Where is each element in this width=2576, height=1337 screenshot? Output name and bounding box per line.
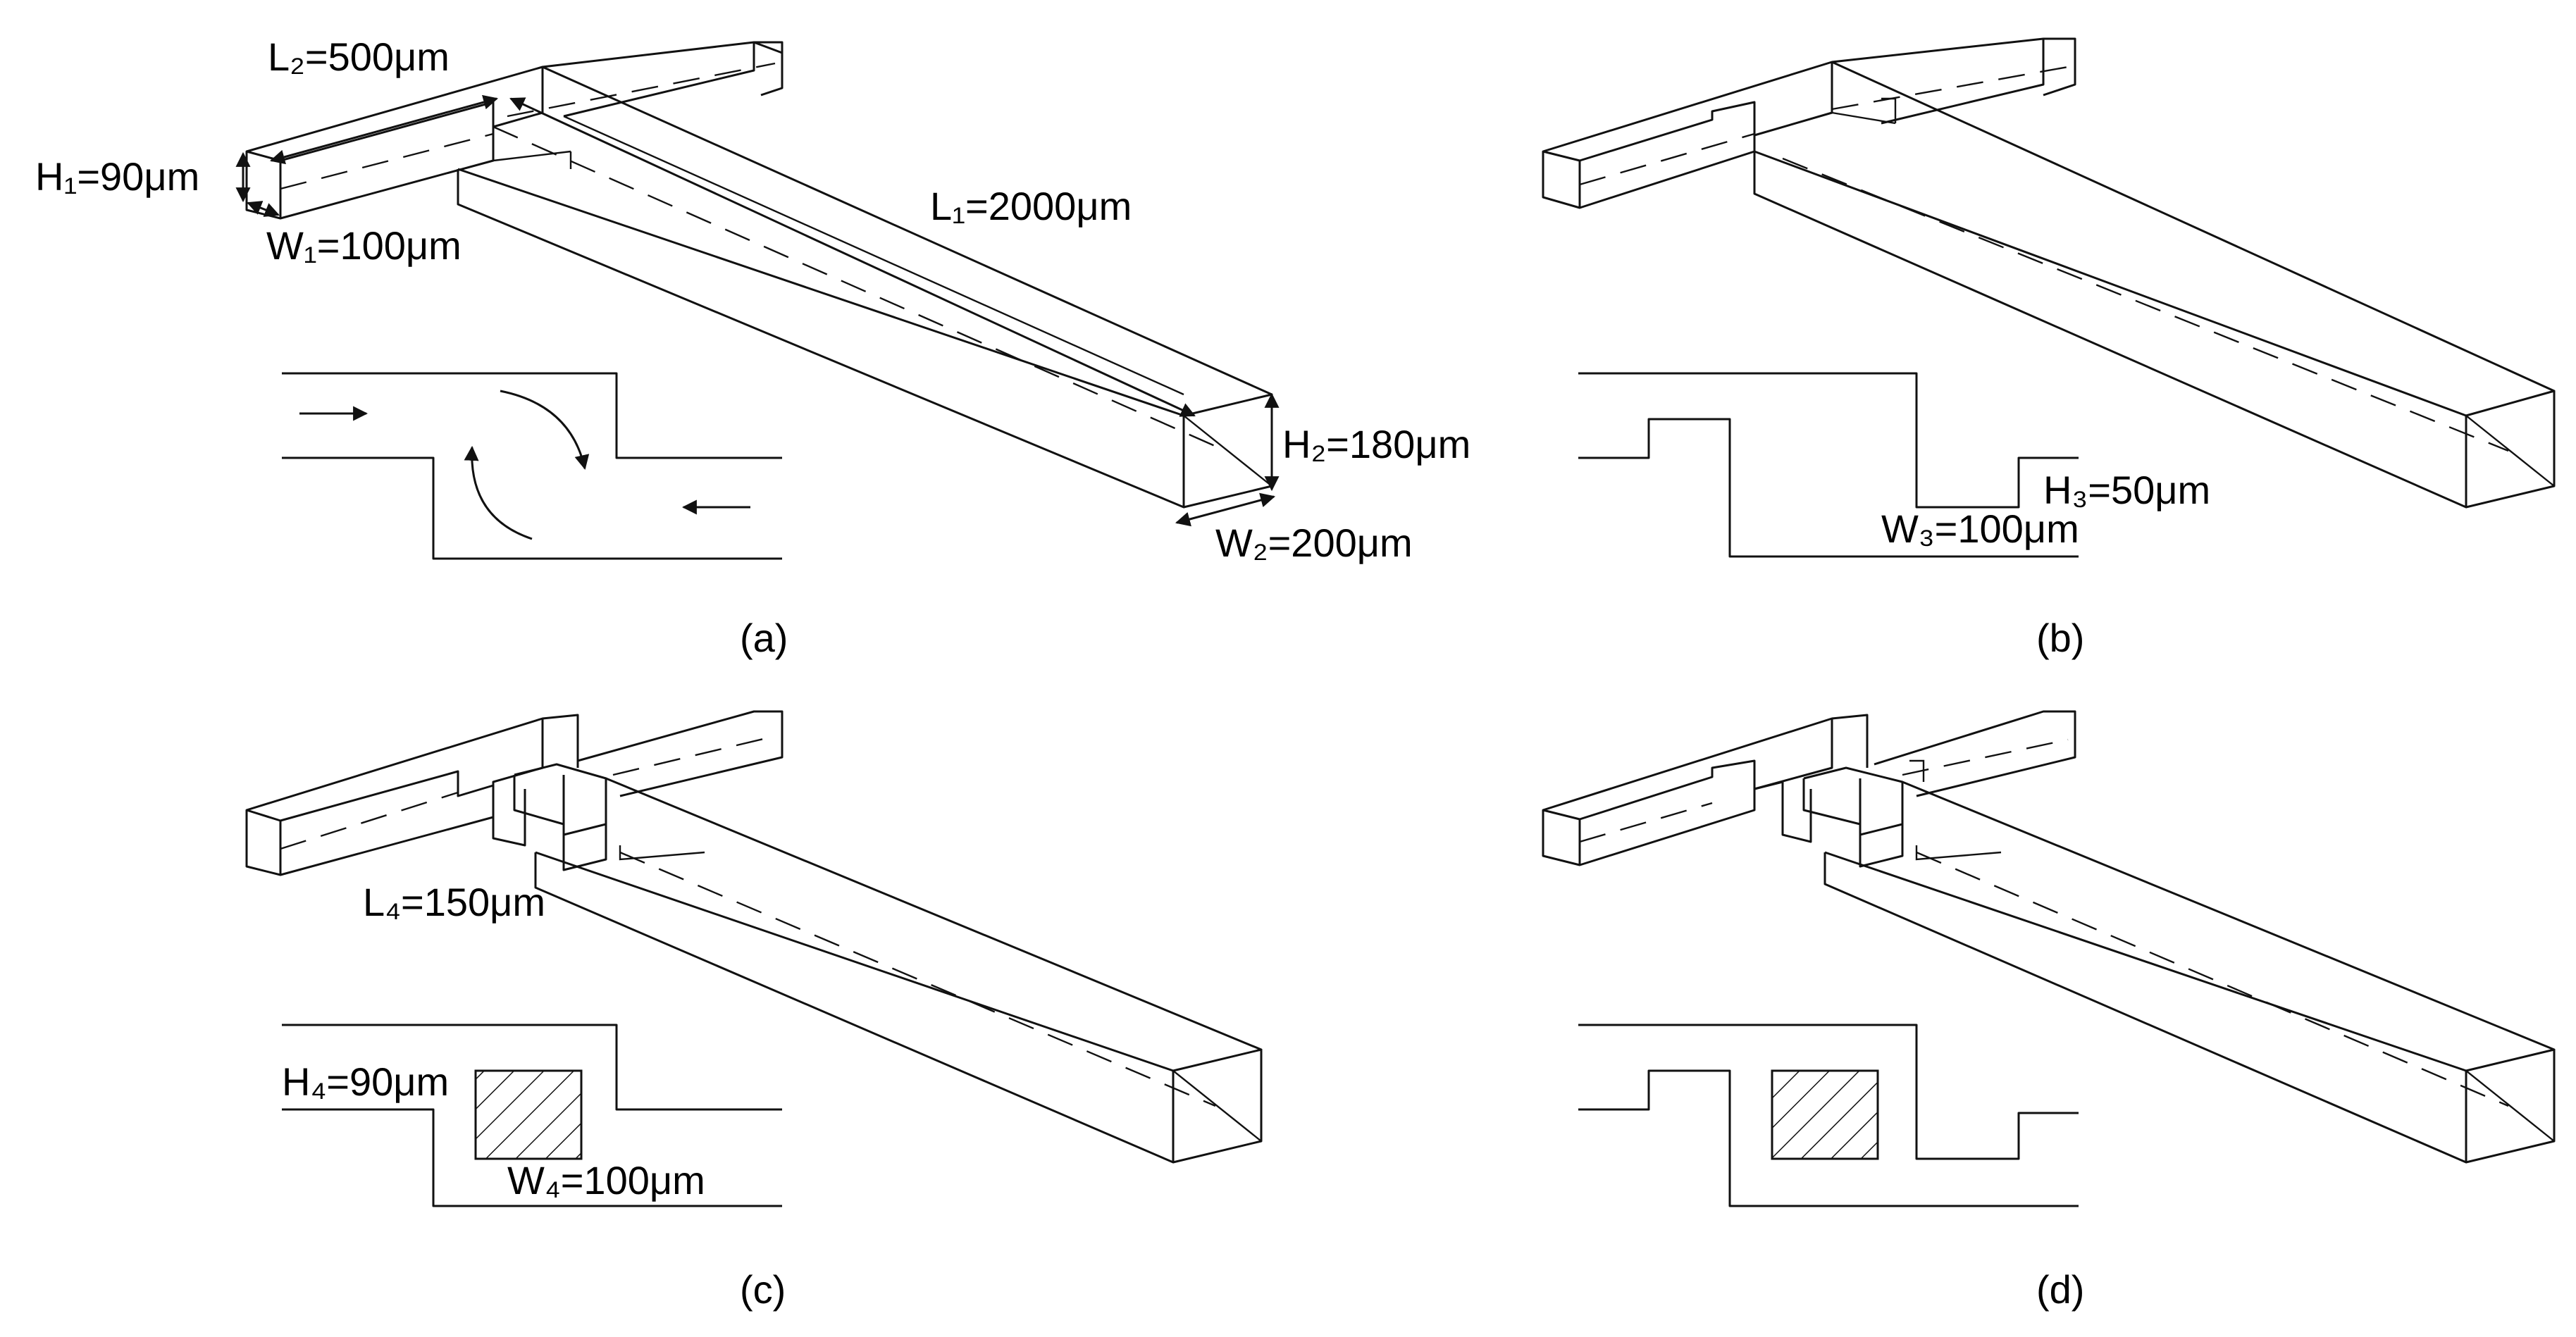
- label-w3: W₃=100μm: [1881, 506, 2079, 551]
- flow-arrow-curve-up: [464, 445, 533, 540]
- caption-a: (a): [740, 616, 788, 660]
- panel-b-3d-channel: [1542, 37, 2556, 509]
- caption-d: (d): [2036, 1267, 2084, 1312]
- l2-dimension-arrow: [269, 94, 499, 165]
- label-w4: W₄=100μm: [507, 1158, 705, 1202]
- w2-dimension-arrow: [1175, 492, 1276, 527]
- hatched-obstacle: [1771, 1069, 1879, 1160]
- panel-a-3d-channel: [245, 41, 1273, 509]
- label-h1: H₁=90μm: [35, 154, 199, 199]
- panel-a-dimension-arrows: [235, 94, 1280, 527]
- panel-d-step-obstacle-sketch: [1578, 1024, 2079, 1207]
- panel-a: L₂=500μm H₁=90μm W₁=100μm L₁=2000μm H₂=1…: [35, 35, 1470, 660]
- panel-a-flow-sketch: [282, 372, 782, 560]
- l1-dimension-arrow: [509, 97, 1196, 417]
- panel-d-3d-channel: [1542, 710, 2556, 1164]
- label-h3: H₃=50μm: [2043, 468, 2210, 512]
- label-l4: L₄=150μm: [363, 880, 545, 924]
- hatched-obstacle: [474, 1069, 583, 1160]
- caption-c: (c): [740, 1267, 786, 1312]
- panel-b-step-sketch: [1578, 372, 2079, 558]
- label-w1: W₁=100μm: [266, 223, 462, 268]
- caption-b: (b): [2036, 616, 2084, 660]
- label-h2: H₂=180μm: [1282, 422, 1470, 466]
- panel-b: H₃=50μm W₃=100μm (b): [1542, 37, 2556, 660]
- label-w2: W₂=200μm: [1215, 521, 1413, 565]
- label-l1: L₁=2000μm: [930, 184, 1132, 228]
- panel-d: (d): [1542, 710, 2556, 1312]
- label-h4: H₄=90μm: [282, 1059, 449, 1104]
- flow-arrow-curve-down: [500, 390, 590, 471]
- w1-dimension-arrow: [247, 201, 280, 217]
- label-l2: L₂=500μm: [268, 35, 450, 79]
- panel-c-obstacle-sketch: [282, 1024, 782, 1207]
- panel-c: L₄=150μm H₄=90μm W₄=100μm (c): [245, 710, 1263, 1312]
- panel-c-3d-channel: [245, 710, 1263, 1164]
